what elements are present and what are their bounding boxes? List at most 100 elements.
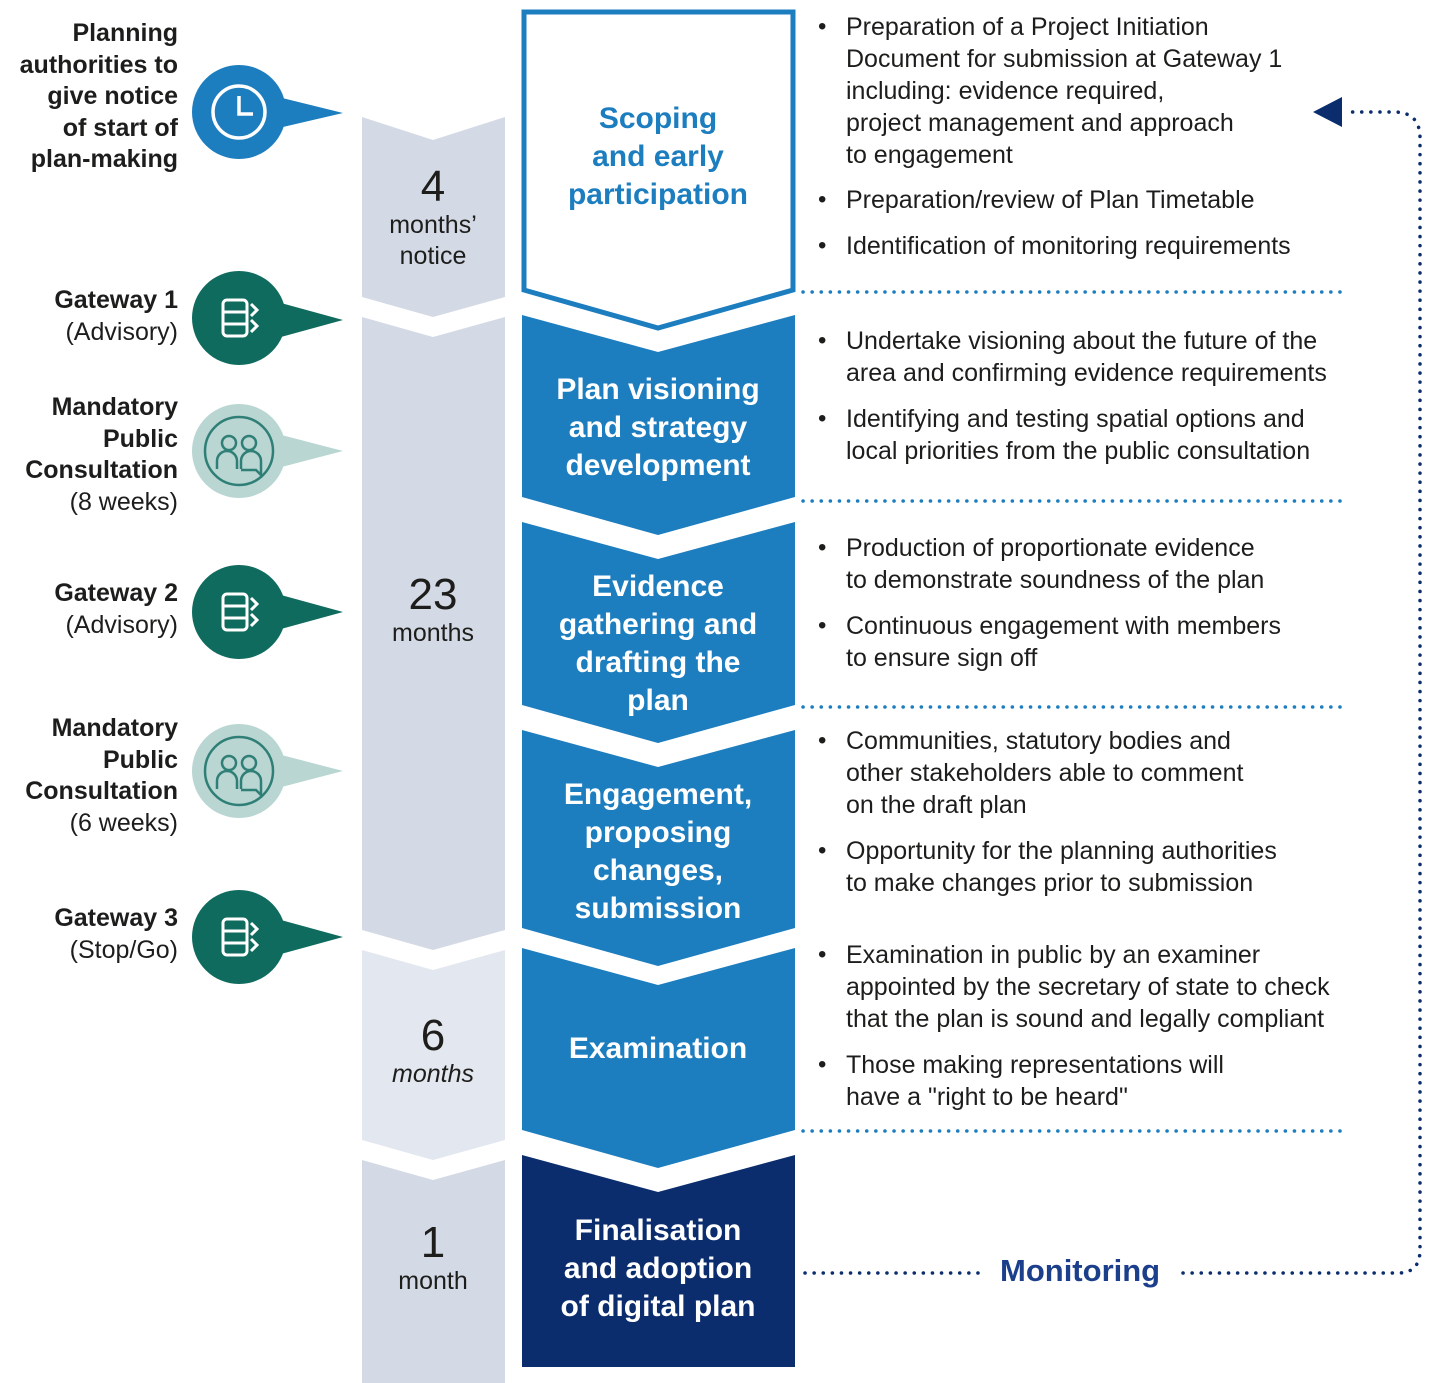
duration-6-months: 6 months — [362, 1013, 504, 1090]
milestone-label-gateway-3: Gateway 3 (Stop/Go) — [0, 903, 178, 966]
milestone-title-line: authorities to — [19, 50, 178, 79]
list-item-line: that the plan is sound and legally compl… — [846, 1005, 1325, 1033]
milestone-subtitle: (8 weeks) — [69, 487, 178, 516]
stage-title-line: participation — [567, 178, 748, 211]
stage-title-line: and strategy — [568, 411, 748, 444]
list-item: Production of proportionate evidence to … — [816, 532, 1281, 596]
duration-unit: months’ — [389, 211, 477, 239]
stage-title-line: changes, — [592, 854, 724, 887]
stage-title-line: development — [565, 449, 751, 482]
list-item-line: Opportunity for the planning authorities — [846, 837, 1277, 865]
stage-title-line: Scoping — [598, 102, 718, 135]
list-item: Preparation/review of Plan Timetable — [816, 184, 1291, 216]
duration-23-months: 23 months — [362, 572, 504, 649]
stage-title-finalisation: Finalisation and adoption of digital pla… — [520, 1212, 796, 1326]
duration-unit: notice — [399, 242, 467, 270]
duration-number: 23 — [408, 570, 458, 619]
list-item: Examination in public by an examiner app… — [816, 939, 1330, 1035]
list-item-line: to demonstrate soundness of the plan — [846, 566, 1265, 594]
milestone-label-gateway-1: Gateway 1 (Advisory) — [0, 285, 178, 348]
list-item: Continuous engagement with members to en… — [816, 610, 1281, 674]
milestone-title-line: give notice — [47, 82, 178, 110]
stage-title-line: Finalisation — [574, 1214, 742, 1247]
list-item-line: Preparation/review of Plan Timetable — [846, 186, 1255, 214]
stage-title-line: drafting the — [575, 646, 741, 679]
gateway-icon — [192, 565, 343, 659]
stage-title-engagement: Engagement, proposing changes, submissio… — [520, 776, 796, 928]
milestone-subtitle: (Advisory) — [65, 610, 178, 639]
people-icon — [192, 404, 343, 498]
milestone-title-line: Gateway 2 — [54, 579, 178, 607]
duration-unit: month — [398, 1267, 468, 1295]
activities-scoping: Preparation of a Project Initiation Docu… — [816, 11, 1291, 262]
stage-chevron-examination — [522, 948, 795, 1168]
milestone-label-gateway-2: Gateway 2 (Advisory) — [0, 578, 178, 641]
duration-band-notice — [362, 117, 505, 317]
stage-chevron-evidence — [522, 522, 795, 743]
activities-examination: Examination in public by an examiner app… — [816, 939, 1330, 1113]
gateway-icon — [192, 271, 343, 365]
milestone-title-line: Gateway 3 — [54, 904, 178, 932]
monitoring-loop — [803, 110, 1422, 1275]
list-item-line: project management and approach — [846, 109, 1234, 137]
activities-evidence: Production of proportionate evidence to … — [816, 532, 1281, 674]
list-item: Identification of monitoring requirement… — [816, 230, 1291, 262]
list-item-line: other stakeholders able to comment — [846, 759, 1244, 787]
list-item: Preparation of a Project Initiation Docu… — [816, 11, 1291, 171]
list-item: Opportunity for the planning authorities… — [816, 835, 1277, 899]
list-item-line: Production of proportionate evidence — [846, 534, 1255, 562]
stage-title-line: Plan visioning — [556, 373, 760, 406]
milestone-title-line: plan-making — [30, 145, 178, 173]
stage-title-line: Examination — [568, 1032, 748, 1065]
list-item-line: Identifying and testing spatial options … — [846, 405, 1305, 433]
list-item-line: including: evidence required, — [846, 77, 1165, 105]
list-item-line: Continuous engagement with members — [846, 612, 1281, 640]
stage-title-line: and adoption — [563, 1252, 753, 1285]
milestone-title-line: Public — [102, 745, 178, 774]
stage-title-evidence: Evidence gathering and drafting the plan — [520, 568, 796, 720]
stage-title-line: of digital plan — [560, 1290, 756, 1323]
stage-chevron-scoping — [521, 9, 796, 331]
stage-title-line: proposing — [584, 816, 732, 849]
milestone-title-line: Planning — [72, 19, 178, 47]
list-item-line: to make changes prior to submission — [846, 869, 1254, 897]
milestone-subtitle: (Advisory) — [65, 317, 178, 346]
activity-separators — [801, 290, 1347, 1133]
milestone-label-consultation-8-weeks: Mandatory Public Consultation (8 weeks) — [0, 392, 178, 518]
monitoring-arrowhead — [1313, 97, 1342, 127]
clock-icon — [192, 65, 343, 159]
list-item-line: Undertake visioning about the future of … — [846, 327, 1318, 355]
stage-title-line: submission — [574, 892, 742, 925]
duration-band-23-months — [362, 317, 505, 950]
activities-visioning: Undertake visioning about the future of … — [816, 325, 1327, 467]
monitoring-label: Monitoring — [1000, 1253, 1161, 1288]
milestone-title-line: Consultation — [25, 777, 178, 805]
duration-unit: months — [392, 619, 474, 647]
milestone-title-line: Gateway 1 — [54, 286, 178, 314]
stage-title-line: plan — [627, 684, 689, 717]
list-item-line: area and confirming evidence requirement… — [846, 359, 1327, 387]
stage-title-line: gathering and — [558, 608, 758, 641]
list-item-line: have a "right to be heard" — [846, 1083, 1128, 1111]
duration-number: 6 — [420, 1011, 446, 1060]
milestone-title-line: of start of — [62, 113, 178, 142]
list-item: Undertake visioning about the future of … — [816, 325, 1327, 389]
list-item-line: to engagement — [846, 141, 1013, 169]
list-item-line: on the draft plan — [846, 791, 1027, 819]
list-item-line: Document for submission at Gateway 1 — [846, 45, 1283, 73]
stage-title-line: Engagement, — [563, 778, 753, 811]
list-item-line: to ensure sign off — [846, 644, 1038, 672]
duration-unit: months — [392, 1060, 474, 1088]
list-item-line: appointed by the secretary of state to c… — [846, 973, 1330, 1001]
list-item-line: Identification of monitoring requirement… — [846, 232, 1291, 260]
milestone-subtitle: (Stop/Go) — [69, 935, 178, 964]
people-icon — [192, 724, 343, 818]
list-item-line: local priorities from the public consult… — [846, 437, 1311, 465]
list-item: Communities, statutory bodies and other … — [816, 725, 1277, 821]
list-item-line: Preparation of a Project Initiation — [846, 13, 1209, 41]
stage-chevron-finalisation — [522, 1155, 795, 1367]
gateway-icon — [192, 890, 343, 984]
milestone-label-notice: Planning authorities to give notice of s… — [0, 18, 178, 176]
milestone-title-line: Public — [102, 424, 178, 453]
